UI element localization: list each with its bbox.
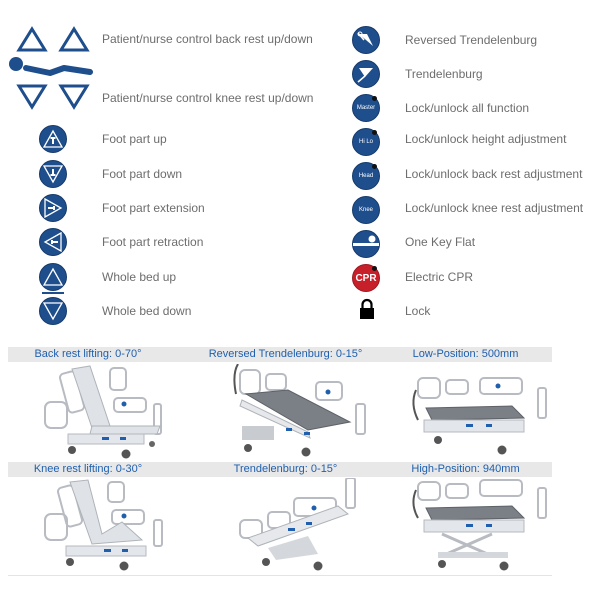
bed-high-position-image (412, 479, 547, 571)
badge-text: Master (356, 105, 376, 111)
whole-bed-up-caption-mark (42, 292, 64, 294)
cpr-icon[interactable]: CPR (352, 264, 380, 292)
legend-item-back-rest: Patient/nurse control back rest up/down (102, 32, 313, 46)
legend-item-foot-extension: Foot part extension (102, 201, 205, 215)
indicator-dot (372, 96, 377, 101)
position-title: High-Position: 940mm (411, 463, 520, 475)
whole-bed-up-icon (39, 263, 67, 291)
legend-item-foot-up: Foot part up (102, 132, 167, 146)
foot-up-icon (39, 125, 67, 153)
badge-text: CPR (355, 272, 377, 284)
badge-text: Hi Lo (358, 139, 373, 145)
foot-extension-icon (39, 194, 67, 222)
legend-item-foot-retraction: Foot part retraction (102, 235, 203, 249)
bed-back-rest-lifted-image (44, 365, 162, 459)
bed-trendelenburg-image (239, 478, 356, 571)
legend-item-whole-bed-up: Whole bed up (102, 270, 176, 284)
legend-label: Lock/unlock back rest adjustment (405, 167, 583, 181)
legend-item-hilo-lock: Lock/unlock height adjustment (405, 132, 566, 146)
knee-lock-icon[interactable]: Knee (352, 196, 380, 224)
legend-label: Patient/nurse control back rest up/down (102, 32, 313, 46)
reversed-trendelenburg-icon (352, 26, 380, 54)
legend-item-whole-bed-down: Whole bed down (102, 304, 191, 318)
indicator-dot (372, 130, 377, 135)
legend-label: Trendelenburg (405, 67, 483, 81)
legend-item-knee-lock: Lock/unlock knee rest adjustment (405, 201, 583, 215)
positions-header-row-1: Back rest lifting: 0-70° Reversed Trende… (8, 347, 552, 362)
indicator-dot (372, 266, 377, 271)
legend-item-lock: Lock (405, 304, 430, 318)
legend-item-knee-rest: Patient/nurse control knee rest up/down (102, 91, 313, 105)
legend-label: Lock/unlock height adjustment (405, 132, 567, 146)
trendelenburg-icon (352, 60, 380, 88)
legend-item-foot-down: Foot part down (102, 167, 182, 181)
legend-label: Whole bed up (102, 270, 177, 284)
legend-label: Foot part retraction (102, 235, 204, 249)
bed-reversed-trendelenburg-image (233, 364, 366, 457)
foot-retraction-icon (39, 228, 67, 256)
badge-text: Head (358, 173, 374, 179)
back-rest-triangles-icon (8, 26, 94, 54)
position-title: Low-Position: 500mm (412, 348, 519, 360)
legend-label: Foot part extension (102, 201, 205, 215)
foot-down-icon (39, 160, 67, 188)
legend-item-one-key-flat: One Key Flat (405, 235, 475, 249)
legend-item-reversed-trendelenburg: Reversed Trendelenburg (405, 33, 537, 47)
legend-label: Lock/unlock knee rest adjustment (405, 201, 584, 215)
head-lock-icon[interactable]: Head (352, 162, 380, 190)
legend-label: One Key Flat (405, 235, 476, 249)
legend-item-cpr: Electric CPR (405, 270, 473, 284)
position-title: Reversed Trendelenburg: 0-15° (208, 348, 363, 360)
one-key-flat-icon[interactable] (352, 230, 380, 258)
position-title: Back rest lifting: 0-70° (34, 348, 142, 360)
position-title: Trendelenburg: 0-15° (233, 463, 338, 475)
patient-figure-icon (6, 54, 96, 80)
positions-header-row-2: Knee rest lifting: 0-30° Trendelenburg: … (8, 462, 552, 477)
master-lock-icon[interactable]: Master (352, 94, 380, 122)
knee-rest-triangles-icon (8, 82, 94, 110)
bottom-divider (8, 575, 552, 576)
badge-text: Knee (358, 207, 373, 213)
bed-knee-rest-lifted-image (44, 479, 163, 571)
legend-label: Foot part up (102, 132, 167, 146)
padlock-icon (359, 298, 375, 320)
position-title: Knee rest lifting: 0-30° (33, 463, 143, 475)
legend-item-trendelenburg: Trendelenburg (405, 67, 483, 81)
legend-item-master-lock: Lock/unlock all function (405, 101, 529, 115)
legend-label: Reversed Trendelenburg (405, 33, 538, 47)
legend-item-head-lock: Lock/unlock back rest adjustment (405, 167, 582, 181)
hilo-lock-icon[interactable]: Hi Lo (352, 128, 380, 156)
legend-label: Whole bed down (102, 304, 192, 318)
indicator-dot (372, 164, 377, 169)
legend-label: Lock (405, 304, 431, 318)
legend-label: Patient/nurse control knee rest up/down (102, 91, 314, 105)
legend-label: Electric CPR (405, 270, 474, 284)
whole-bed-down-icon (39, 297, 67, 325)
legend-label: Foot part down (102, 167, 183, 181)
bed-low-position-image (412, 377, 547, 455)
legend-label: Lock/unlock all function (405, 101, 530, 115)
